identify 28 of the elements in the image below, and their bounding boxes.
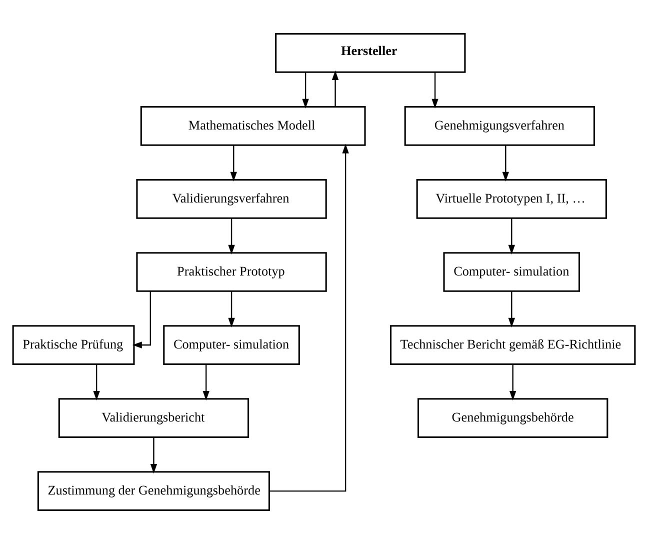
arrow: [132, 291, 152, 348]
arrow: [502, 145, 509, 182]
node-box: Mathematisches Modell: [140, 106, 366, 146]
node-box: Validierungsverfahren: [136, 179, 327, 219]
arrow: [230, 145, 237, 182]
node-box: Praktische Prüfung: [12, 325, 135, 365]
arrow: [432, 72, 438, 108]
arrow: [150, 437, 158, 474]
node-box: Computer- simulation: [163, 325, 300, 365]
node-box: Praktischer Prototyp: [136, 252, 327, 292]
arrow: [228, 291, 235, 328]
node-box: Genehmigungsverfahren: [404, 106, 596, 146]
arrow: [228, 218, 235, 254]
node-box: Virtuelle Prototypen I, II, …: [416, 179, 607, 219]
node-box: Zustimmung der Genehmigungsbehörde: [37, 471, 270, 511]
node-box: Hersteller: [275, 33, 466, 73]
arrow: [509, 364, 516, 401]
arrow: [508, 218, 515, 254]
arrow: [508, 291, 515, 328]
arrow: [93, 364, 100, 401]
arrow: [202, 364, 210, 401]
arrow: [270, 144, 349, 492]
node-box: Validierungsbericht: [58, 398, 250, 438]
arrow: [302, 72, 309, 108]
node-box: Genehmigungsbehörde: [417, 398, 608, 438]
node-box: Computer- simulation: [443, 252, 580, 292]
arrow: [332, 70, 339, 107]
node-box: Technischer Bericht gemäß EG-Richtlinie: [390, 325, 636, 365]
